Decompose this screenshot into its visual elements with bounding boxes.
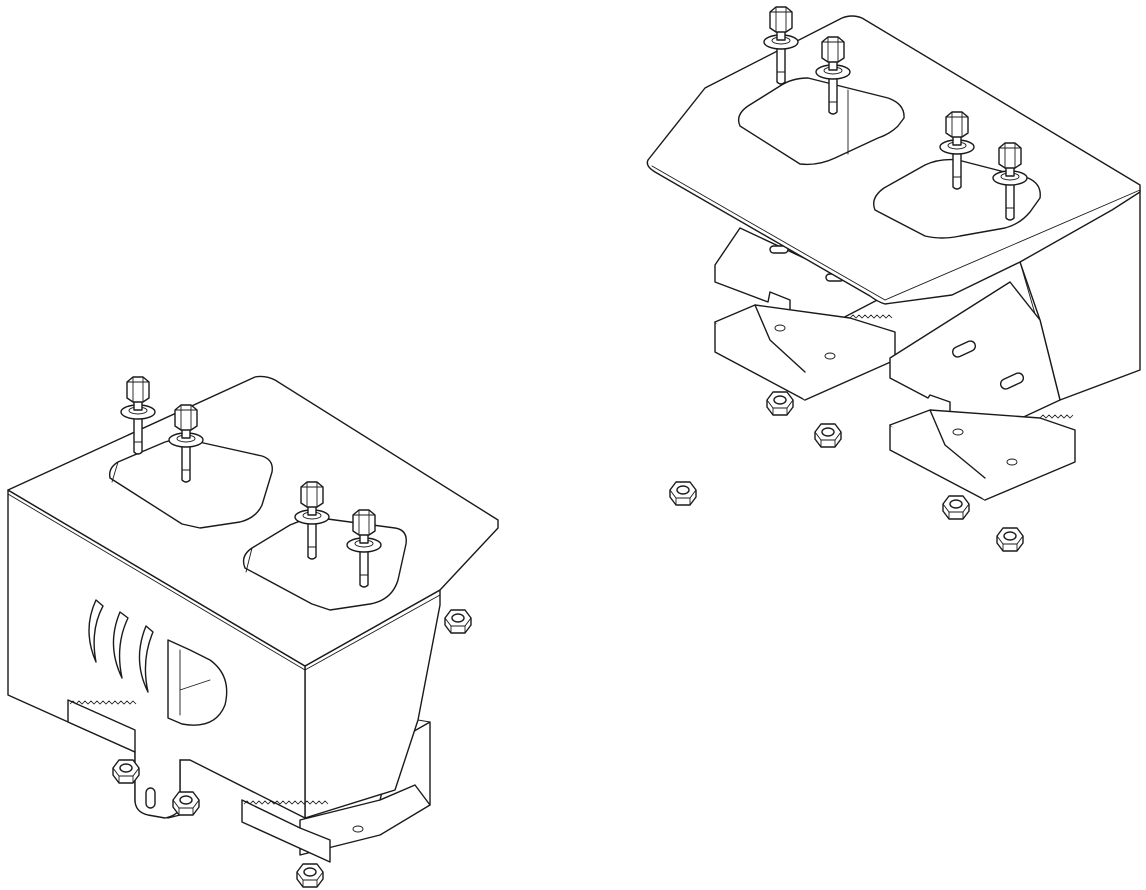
- nut-icon: [942, 495, 970, 520]
- top-opening-left: [108, 438, 273, 529]
- nut-icon: [996, 527, 1024, 552]
- assembled-view: [7, 375, 499, 888]
- nut-icon: [296, 863, 324, 888]
- side-vents: [88, 599, 228, 726]
- exploded-opening-left: [737, 77, 905, 166]
- nut-icon: [444, 609, 472, 634]
- nut-icon: [112, 759, 140, 784]
- exploded-top-plate: [646, 15, 1141, 305]
- nut-icon: [766, 391, 794, 416]
- exploded-view: [646, 6, 1141, 552]
- front-bracket: [67, 699, 331, 863]
- exploded-lower-bracket-left: [714, 304, 896, 401]
- exploded-lower-bracket-right: [889, 409, 1076, 501]
- nut-icon: [172, 791, 200, 816]
- nut-icon: [669, 481, 697, 506]
- nut-icon: [814, 423, 842, 448]
